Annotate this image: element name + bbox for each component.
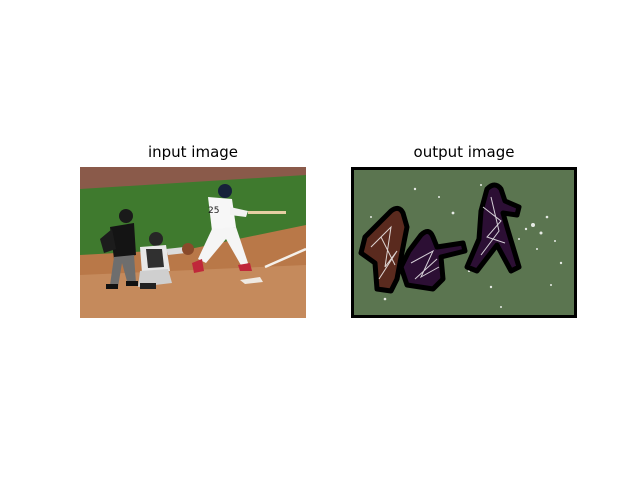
catcher-segment <box>398 229 468 292</box>
batters-box <box>240 277 263 284</box>
catcher <box>138 232 194 289</box>
output-image-title: output image <box>413 143 515 161</box>
batter-segment <box>464 182 522 274</box>
home-plate-dirt <box>80 265 306 318</box>
output-image <box>351 167 577 318</box>
svg-text:25: 25 <box>208 206 219 216</box>
warning-track <box>80 167 306 189</box>
umpire <box>100 209 138 289</box>
batter: 25 <box>192 184 286 273</box>
bat <box>248 211 286 214</box>
baseball-photo: 25 <box>80 167 306 318</box>
input-image-title: input image <box>147 143 239 161</box>
input-image: 25 <box>80 167 306 318</box>
noise-speckles <box>370 184 563 308</box>
foul-line <box>264 247 306 269</box>
umpire-segment <box>358 205 410 294</box>
segmentation-output <box>351 167 577 318</box>
